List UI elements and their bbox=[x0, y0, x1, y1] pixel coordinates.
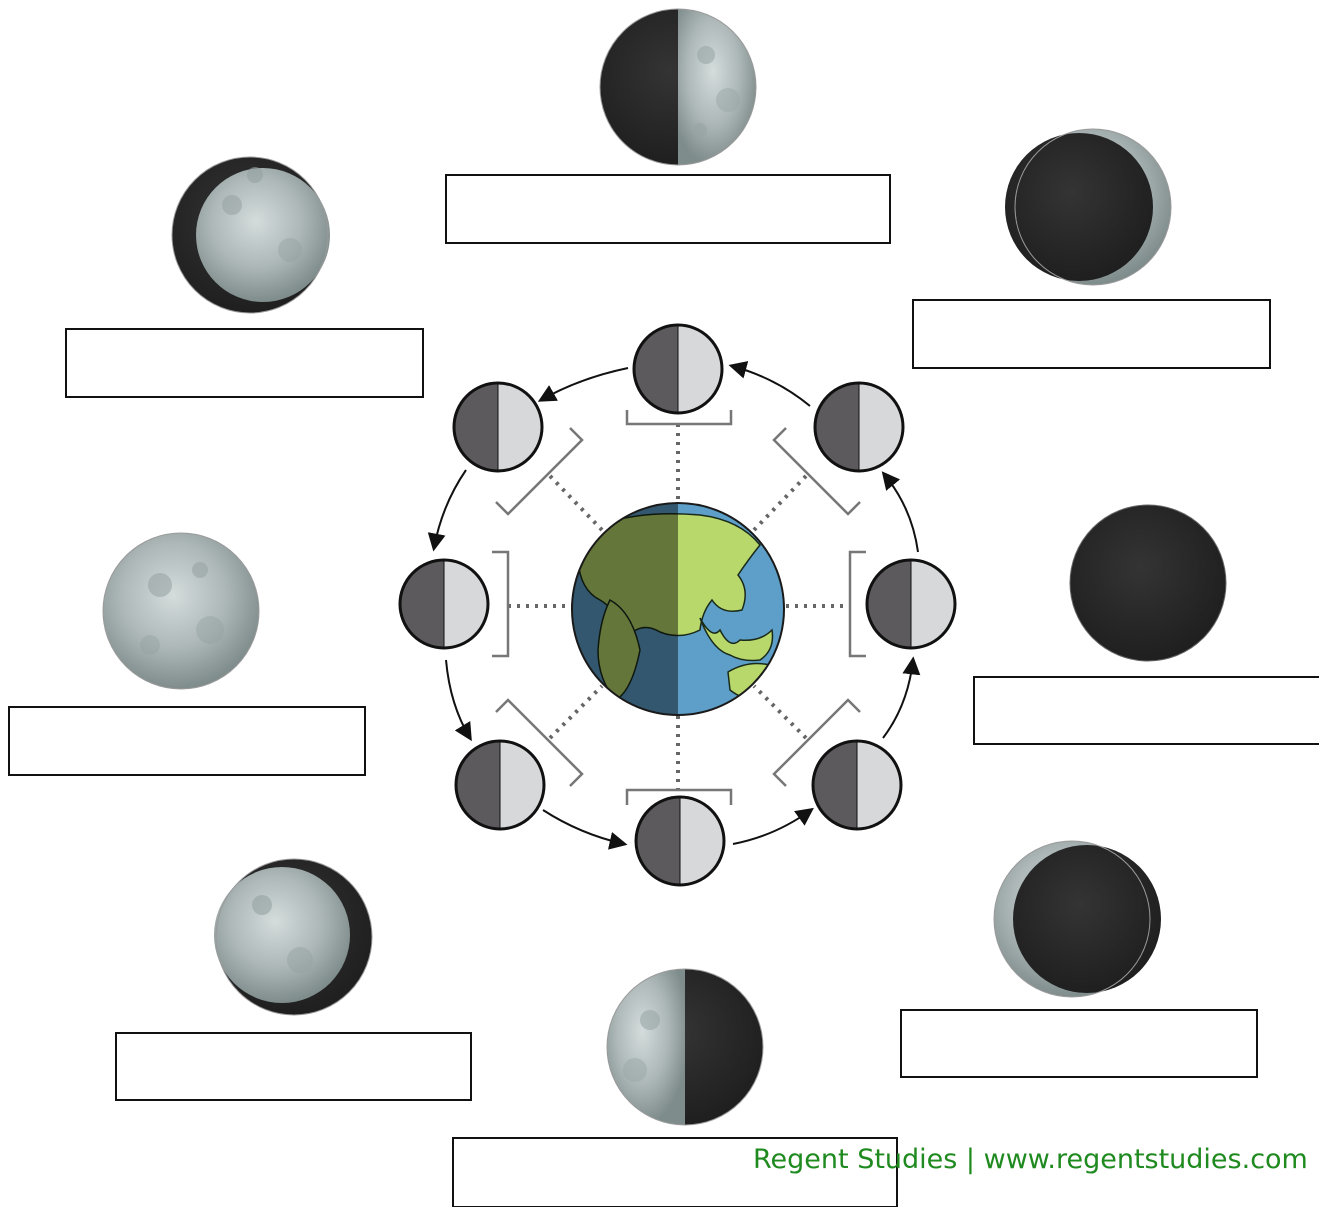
moon-photo-new-moon bbox=[1070, 505, 1226, 661]
earth-night-side bbox=[572, 503, 678, 715]
moon-lit-part bbox=[678, 9, 756, 165]
moon-photo-third-quarter bbox=[607, 969, 763, 1125]
label-box-waxing-crescent[interactable] bbox=[913, 300, 1270, 368]
orbit-moon-top bbox=[634, 325, 722, 413]
orbit-moon-left bbox=[400, 560, 488, 648]
moon-dark-disc bbox=[1070, 505, 1226, 661]
orbit-diagram bbox=[400, 325, 955, 885]
moon-photo-waxing-gibbous bbox=[172, 157, 330, 313]
moon-photo-first-quarter bbox=[600, 9, 756, 165]
orbit-moon-bottom bbox=[636, 797, 724, 885]
moon-dark-disc bbox=[1013, 845, 1161, 993]
label-box-waxing-gibbous[interactable] bbox=[66, 329, 423, 397]
label-box-first-quarter[interactable] bbox=[446, 175, 890, 243]
moon-lit-part bbox=[103, 533, 259, 689]
moon-dark-disc bbox=[1005, 133, 1153, 281]
moon-photo-waxing-crescent bbox=[1005, 129, 1171, 285]
moon-photo-full-moon bbox=[103, 533, 259, 689]
orbit-moon-bottom-right bbox=[813, 741, 901, 829]
orbit-moon-top-right bbox=[815, 383, 903, 471]
moon-photo-waning-gibbous bbox=[214, 859, 372, 1015]
moon-photo-waning-crescent bbox=[994, 841, 1161, 997]
orbit-moon-top-left bbox=[454, 383, 542, 471]
moon-lit-part bbox=[196, 168, 330, 302]
earth-globe bbox=[572, 503, 784, 715]
label-box-full-moon[interactable] bbox=[9, 707, 365, 775]
credit-text: Regent Studies | www.regentstudies.com bbox=[753, 1144, 1308, 1175]
label-box-waning-crescent[interactable] bbox=[901, 1010, 1257, 1077]
orbit-moon-right bbox=[867, 560, 955, 648]
label-box-waning-gibbous[interactable] bbox=[116, 1033, 471, 1100]
orbit-moon-bottom-left bbox=[456, 741, 544, 829]
label-box-new-moon[interactable] bbox=[974, 677, 1319, 744]
moon-lit-part bbox=[607, 969, 685, 1125]
